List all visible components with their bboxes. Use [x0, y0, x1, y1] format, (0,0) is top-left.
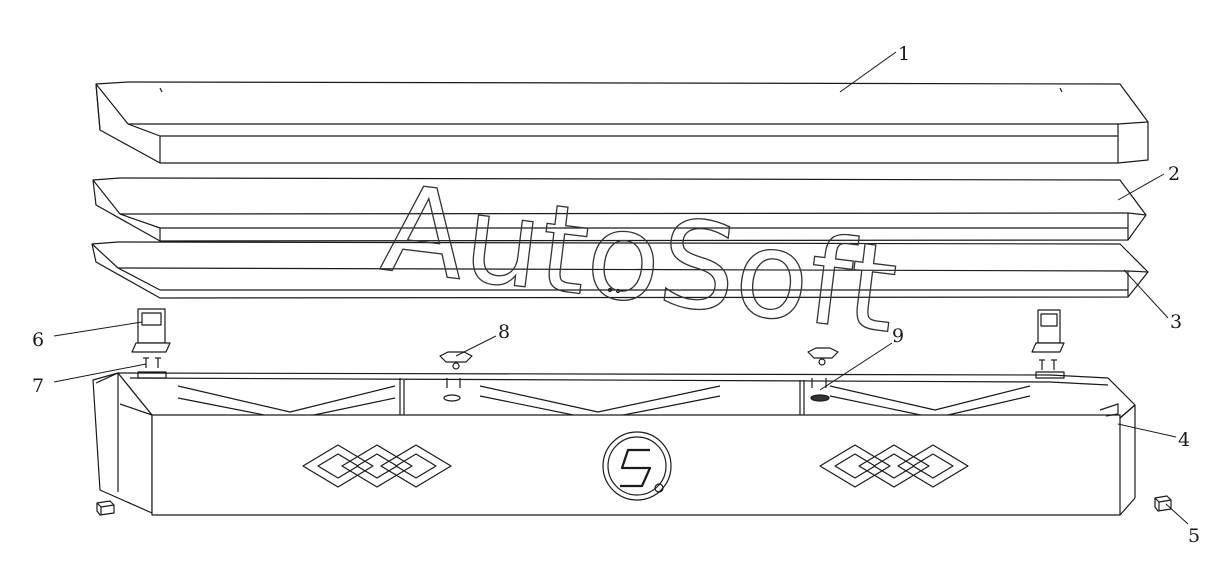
part-5-foot-right [1154, 495, 1172, 512]
part-6-hinge-left [131, 308, 171, 353]
part-2-middle-plate [92, 177, 1147, 242]
callout-5: 5 [1188, 525, 1200, 547]
callout-6: 6 [32, 329, 44, 351]
callout-3: 3 [1170, 311, 1182, 333]
diamond-ornament-left [302, 444, 452, 488]
callout-9: 9 [892, 325, 904, 347]
part-6-hinge-right [1031, 309, 1065, 353]
callout-8: 8 [498, 321, 510, 343]
part-5-foot-left [96, 500, 115, 516]
diamond-ornament-right [819, 444, 969, 488]
callout-1: 1 [898, 43, 910, 65]
part-7-screws [137, 357, 1065, 379]
callout-4: 4 [1178, 429, 1190, 451]
center-logo [602, 431, 672, 501]
part-4-main-box [92, 372, 1136, 516]
part-1-top-cover [95, 81, 1149, 164]
callout-2: 2 [1168, 163, 1180, 185]
callout-labels: 1 2 3 4 5 6 7 8 9 [32, 43, 1200, 547]
part-8-latch [439, 351, 473, 402]
callout-7: 7 [32, 375, 44, 397]
part-9-latch [807, 347, 839, 402]
part-3-thin-plate [91, 241, 1149, 299]
leader-lines [53, 51, 1189, 525]
